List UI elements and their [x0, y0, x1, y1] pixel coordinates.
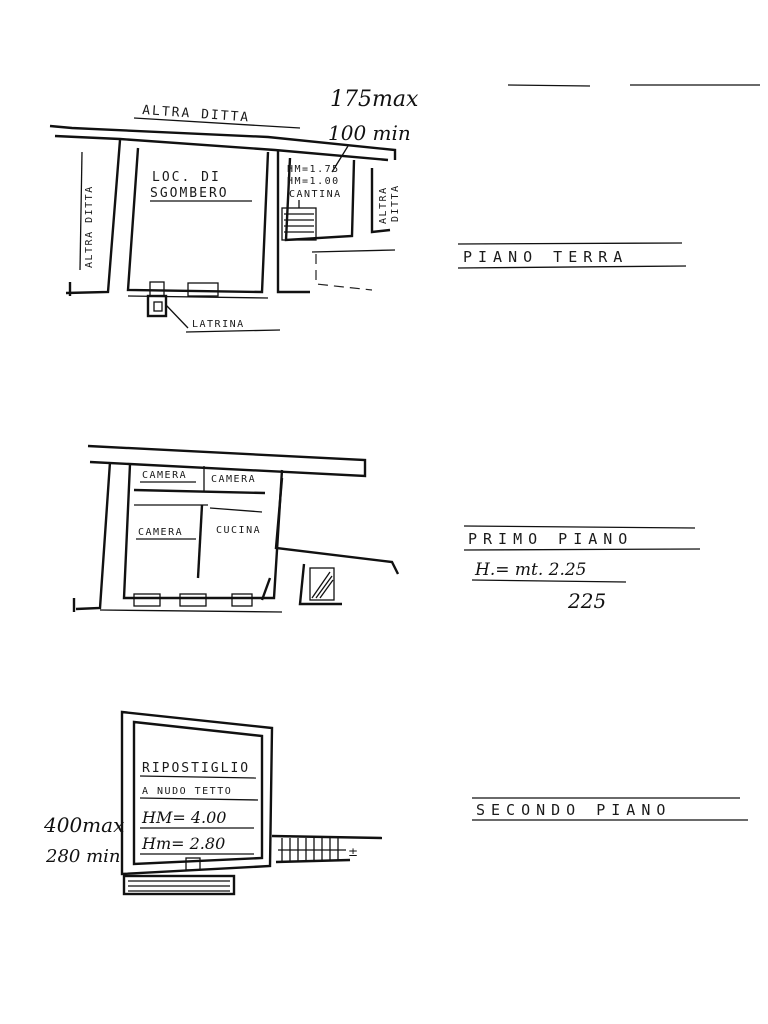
- neighbor-right-label-2: DITTA: [390, 184, 401, 222]
- second-floor-stair: ±: [271, 834, 383, 864]
- second-floor-title: SECONDO PIANO: [476, 801, 671, 819]
- cellar-hm-max: HM=1.75: [287, 164, 340, 175]
- neighbor-top-underline: [133, 117, 301, 129]
- cellar-hm-min: HM=1.00: [287, 176, 340, 187]
- first-floor-stair: [309, 567, 335, 601]
- second-floor-room-line2: A NUDO TETTO: [142, 786, 232, 797]
- roof-hatch: [122, 874, 236, 896]
- cellar-stair: [281, 200, 317, 241]
- ground-floor-plan: ALTRA DITTA ALTRA DITTA LOC. DI SGOMBERO…: [49, 87, 687, 333]
- cellar-annotation-max: 175max: [330, 87, 419, 112]
- cellar-label: CANTINA: [289, 189, 342, 200]
- first-floor-plan: CAMERA CAMERA CAMERA CUCINA PRIMO PIANO …: [72, 444, 701, 613]
- neighbor-left-label: ALTRA DITTA: [84, 185, 95, 268]
- second-floor-room-line1: RIPOSTIGLIO: [142, 761, 250, 776]
- second-floor-annotation-min: 280 min: [45, 846, 121, 867]
- latrine-box: [146, 294, 168, 318]
- ground-floor-title: PIANO TERRA: [463, 248, 628, 266]
- room-camera-2: CAMERA: [211, 474, 256, 485]
- latrine-label: LATRINA: [192, 319, 245, 330]
- neighbor-right-label-1: ALTRA: [378, 186, 389, 224]
- second-floor-plan: RIPOSTIGLIO A NUDO TETTO HM= 4.00 Hm= 2.…: [43, 710, 748, 896]
- storage-room-label-line1: LOC. DI: [152, 170, 221, 185]
- second-floor-hm-min: Hm= 2.80: [141, 834, 225, 853]
- first-floor-height-note: H.= mt. 2.25: [474, 560, 587, 580]
- second-floor-hm-max: HM= 4.00: [141, 808, 226, 827]
- first-floor-title: PRIMO PIANO: [468, 530, 633, 548]
- cellar-annotation-min: 100 min: [328, 121, 411, 145]
- room-cucina: CUCINA: [216, 525, 261, 536]
- room-camera-1: CAMERA: [142, 470, 187, 481]
- room-camera-3: CAMERA: [138, 527, 183, 538]
- storage-room-label-line2: SGOMBERO: [150, 186, 229, 201]
- first-floor-height-handwritten: 225: [567, 589, 606, 613]
- header-rule: [507, 84, 760, 87]
- stair-mark: ±: [348, 845, 358, 859]
- second-floor-annotation-max: 400max: [43, 813, 124, 837]
